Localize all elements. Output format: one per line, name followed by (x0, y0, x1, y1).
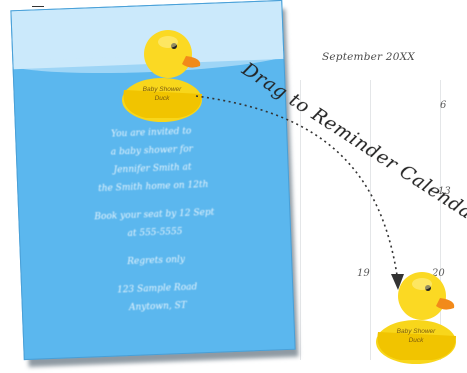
invitation-scene: September 20XX 6 13 19 20 You are invite… (0, 0, 467, 373)
drag-arrow (0, 0, 467, 373)
